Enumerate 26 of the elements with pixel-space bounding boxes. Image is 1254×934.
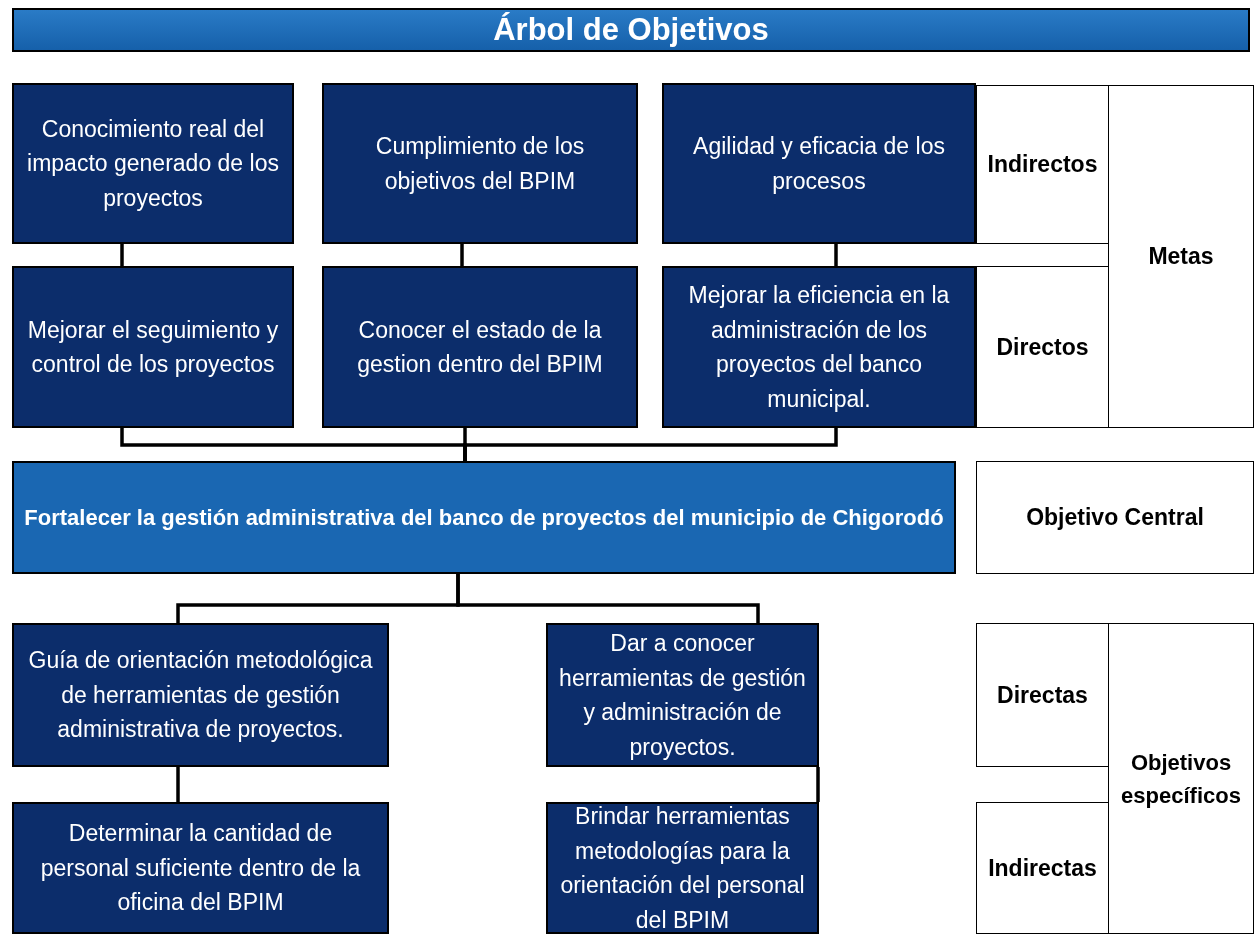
category-cell: Indirectas [976, 802, 1109, 934]
connector-line [816, 767, 820, 802]
goal-box: Mejorar la eficiencia en la administración de los proyectos del banco municipal. [662, 266, 976, 428]
goal-box: Agilidad y eficacia de los procesos [662, 83, 976, 244]
category-cell: Directos [976, 266, 1109, 428]
category-cell: Metas [1108, 85, 1254, 428]
goal-box: Brindar herramientas metodologías para la orientación del personal del BPIM [546, 802, 819, 934]
connector-line [834, 244, 838, 266]
category-cell: Objetivo Central [976, 461, 1254, 574]
goal-box: Dar a conocer herramientas de gestión y administración de proyectos. [546, 623, 819, 767]
connector-line [176, 767, 180, 802]
goal-box: Conocer el estado de la gestion dentro del BPIM [322, 266, 638, 428]
connector-line [460, 244, 464, 266]
category-cell: Objetivos específicos [1108, 623, 1254, 934]
connector-line [456, 574, 760, 623]
connector-line [120, 244, 124, 266]
connector-line [463, 428, 838, 461]
goal-box: Determinar la cantidad de personal suficiente dentro de la oficina del BPIM [12, 802, 389, 934]
category-cell: Indirectos [976, 85, 1109, 244]
goal-box: Mejorar el seguimiento y control de los proyectos [12, 266, 294, 428]
goal-box: Cumplimiento de los objetivos del BPIM [322, 83, 638, 244]
goal-box: Guía de orientación metodológica de herramientas de gestión administrativa de proyectos. [12, 623, 389, 767]
title-banner: Árbol de Objetivos [12, 8, 1250, 52]
goal-box: Conocimiento real del impacto generado de los proyectos [12, 83, 294, 244]
central-objective-box: Fortalecer la gestión administrativa del banco de proyectos del municipio de Chigorodó [12, 461, 956, 574]
category-cell: Directas [976, 623, 1109, 767]
